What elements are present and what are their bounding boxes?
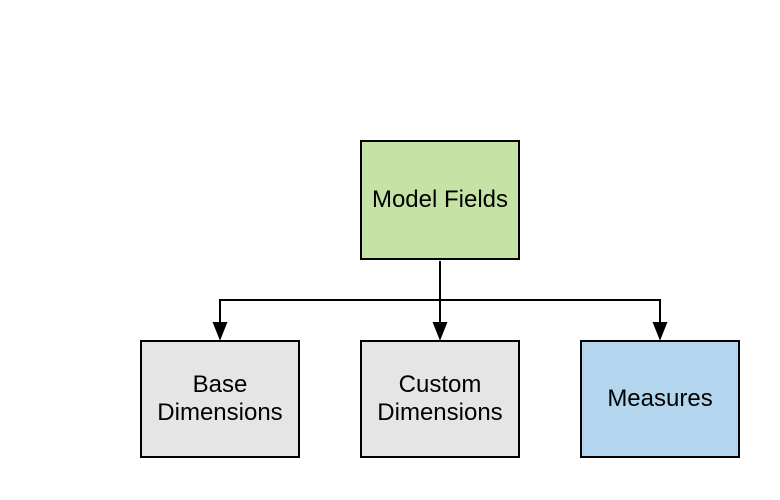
node-model-fields-label: Model Fields (371, 186, 509, 213)
node-custom-dimensions-label: Custom Dimensions (377, 371, 503, 426)
connector-arrow-custom-dimensions (432, 299, 448, 341)
node-model-fields: Model Fields (360, 140, 520, 260)
node-base-dimensions-label: Base Dimensions (157, 371, 283, 426)
node-measures: Measures (580, 340, 740, 458)
arrowhead-middle (432, 322, 448, 341)
node-measures-label: Measures (607, 385, 713, 412)
arrowhead-right (652, 322, 668, 341)
arrowhead-left (212, 322, 228, 341)
node-base-dimensions: Base Dimensions (140, 340, 300, 458)
node-custom-dimensions: Custom Dimensions (360, 340, 520, 458)
connector-arrow-base-dimensions (212, 299, 228, 341)
connector-arrow-measures (652, 299, 668, 341)
